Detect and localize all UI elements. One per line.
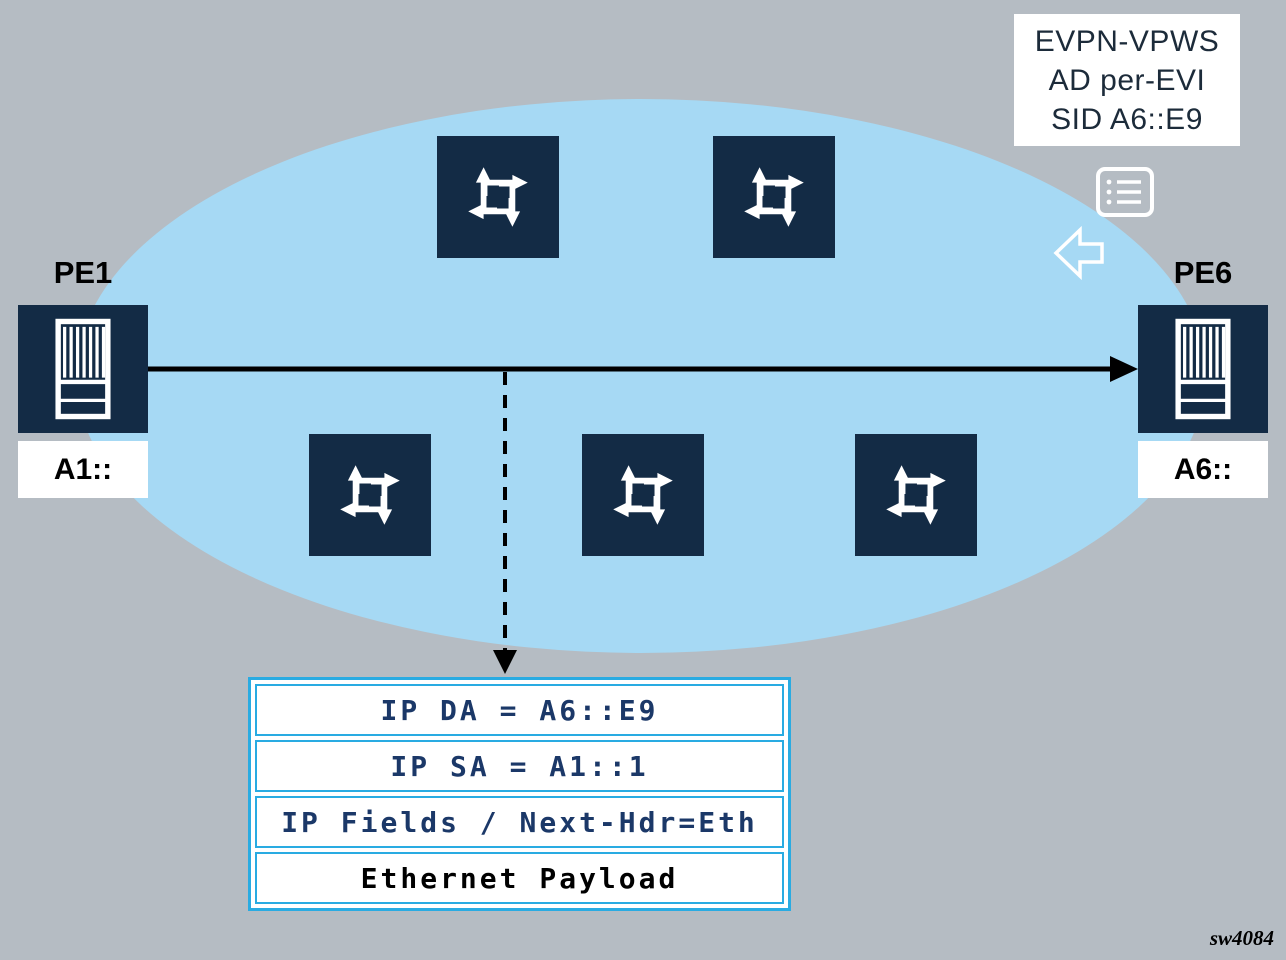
packet-field-ip-next-hdr: IP Fields / Next-Hdr=Eth <box>255 796 784 848</box>
packet-stack: IP DA = A6::E9 IP SA = A1::1 IP Fields /… <box>248 677 791 911</box>
annotation-line-1: EVPN-VPWS <box>1034 24 1220 58</box>
router-crossed-arrows-icon <box>595 447 691 543</box>
packet-field-ip-da: IP DA = A6::E9 <box>255 684 784 736</box>
router-crossed-arrows-icon <box>450 149 546 245</box>
p-router-5 <box>855 434 977 556</box>
router-crossed-arrows-icon <box>322 447 418 543</box>
chassis-icon <box>29 312 137 426</box>
p-router-2 <box>713 136 835 258</box>
p-router-4 <box>582 434 704 556</box>
p-router-3 <box>309 434 431 556</box>
p-router-1 <box>437 136 559 258</box>
pe1-address: A1:: <box>18 441 148 498</box>
pe6-router <box>1138 305 1268 433</box>
figure-id: sw4084 <box>1209 926 1274 950</box>
advertisement-left-arrow-icon <box>1053 225 1104 281</box>
annotation-line-2: AD per-EVI <box>1048 63 1206 97</box>
router-crossed-arrows-icon <box>868 447 964 543</box>
pe1-router <box>18 305 148 433</box>
pe6-address: A6:: <box>1138 441 1268 498</box>
packet-field-ethernet-payload: Ethernet Payload <box>255 852 784 904</box>
chassis-icon <box>1149 312 1257 426</box>
pe6-label: PE6 <box>1173 255 1233 290</box>
annotation-box: EVPN-VPWS AD per-EVI SID A6::E9 <box>1014 14 1240 146</box>
route-list-icon <box>1096 167 1154 217</box>
router-crossed-arrows-icon <box>726 149 822 245</box>
annotation-line-3: SID A6::E9 <box>1051 102 1203 136</box>
core-network-cloud <box>76 99 1206 653</box>
packet-field-ip-sa: IP SA = A1::1 <box>255 740 784 792</box>
pe1-label: PE1 <box>53 255 113 290</box>
